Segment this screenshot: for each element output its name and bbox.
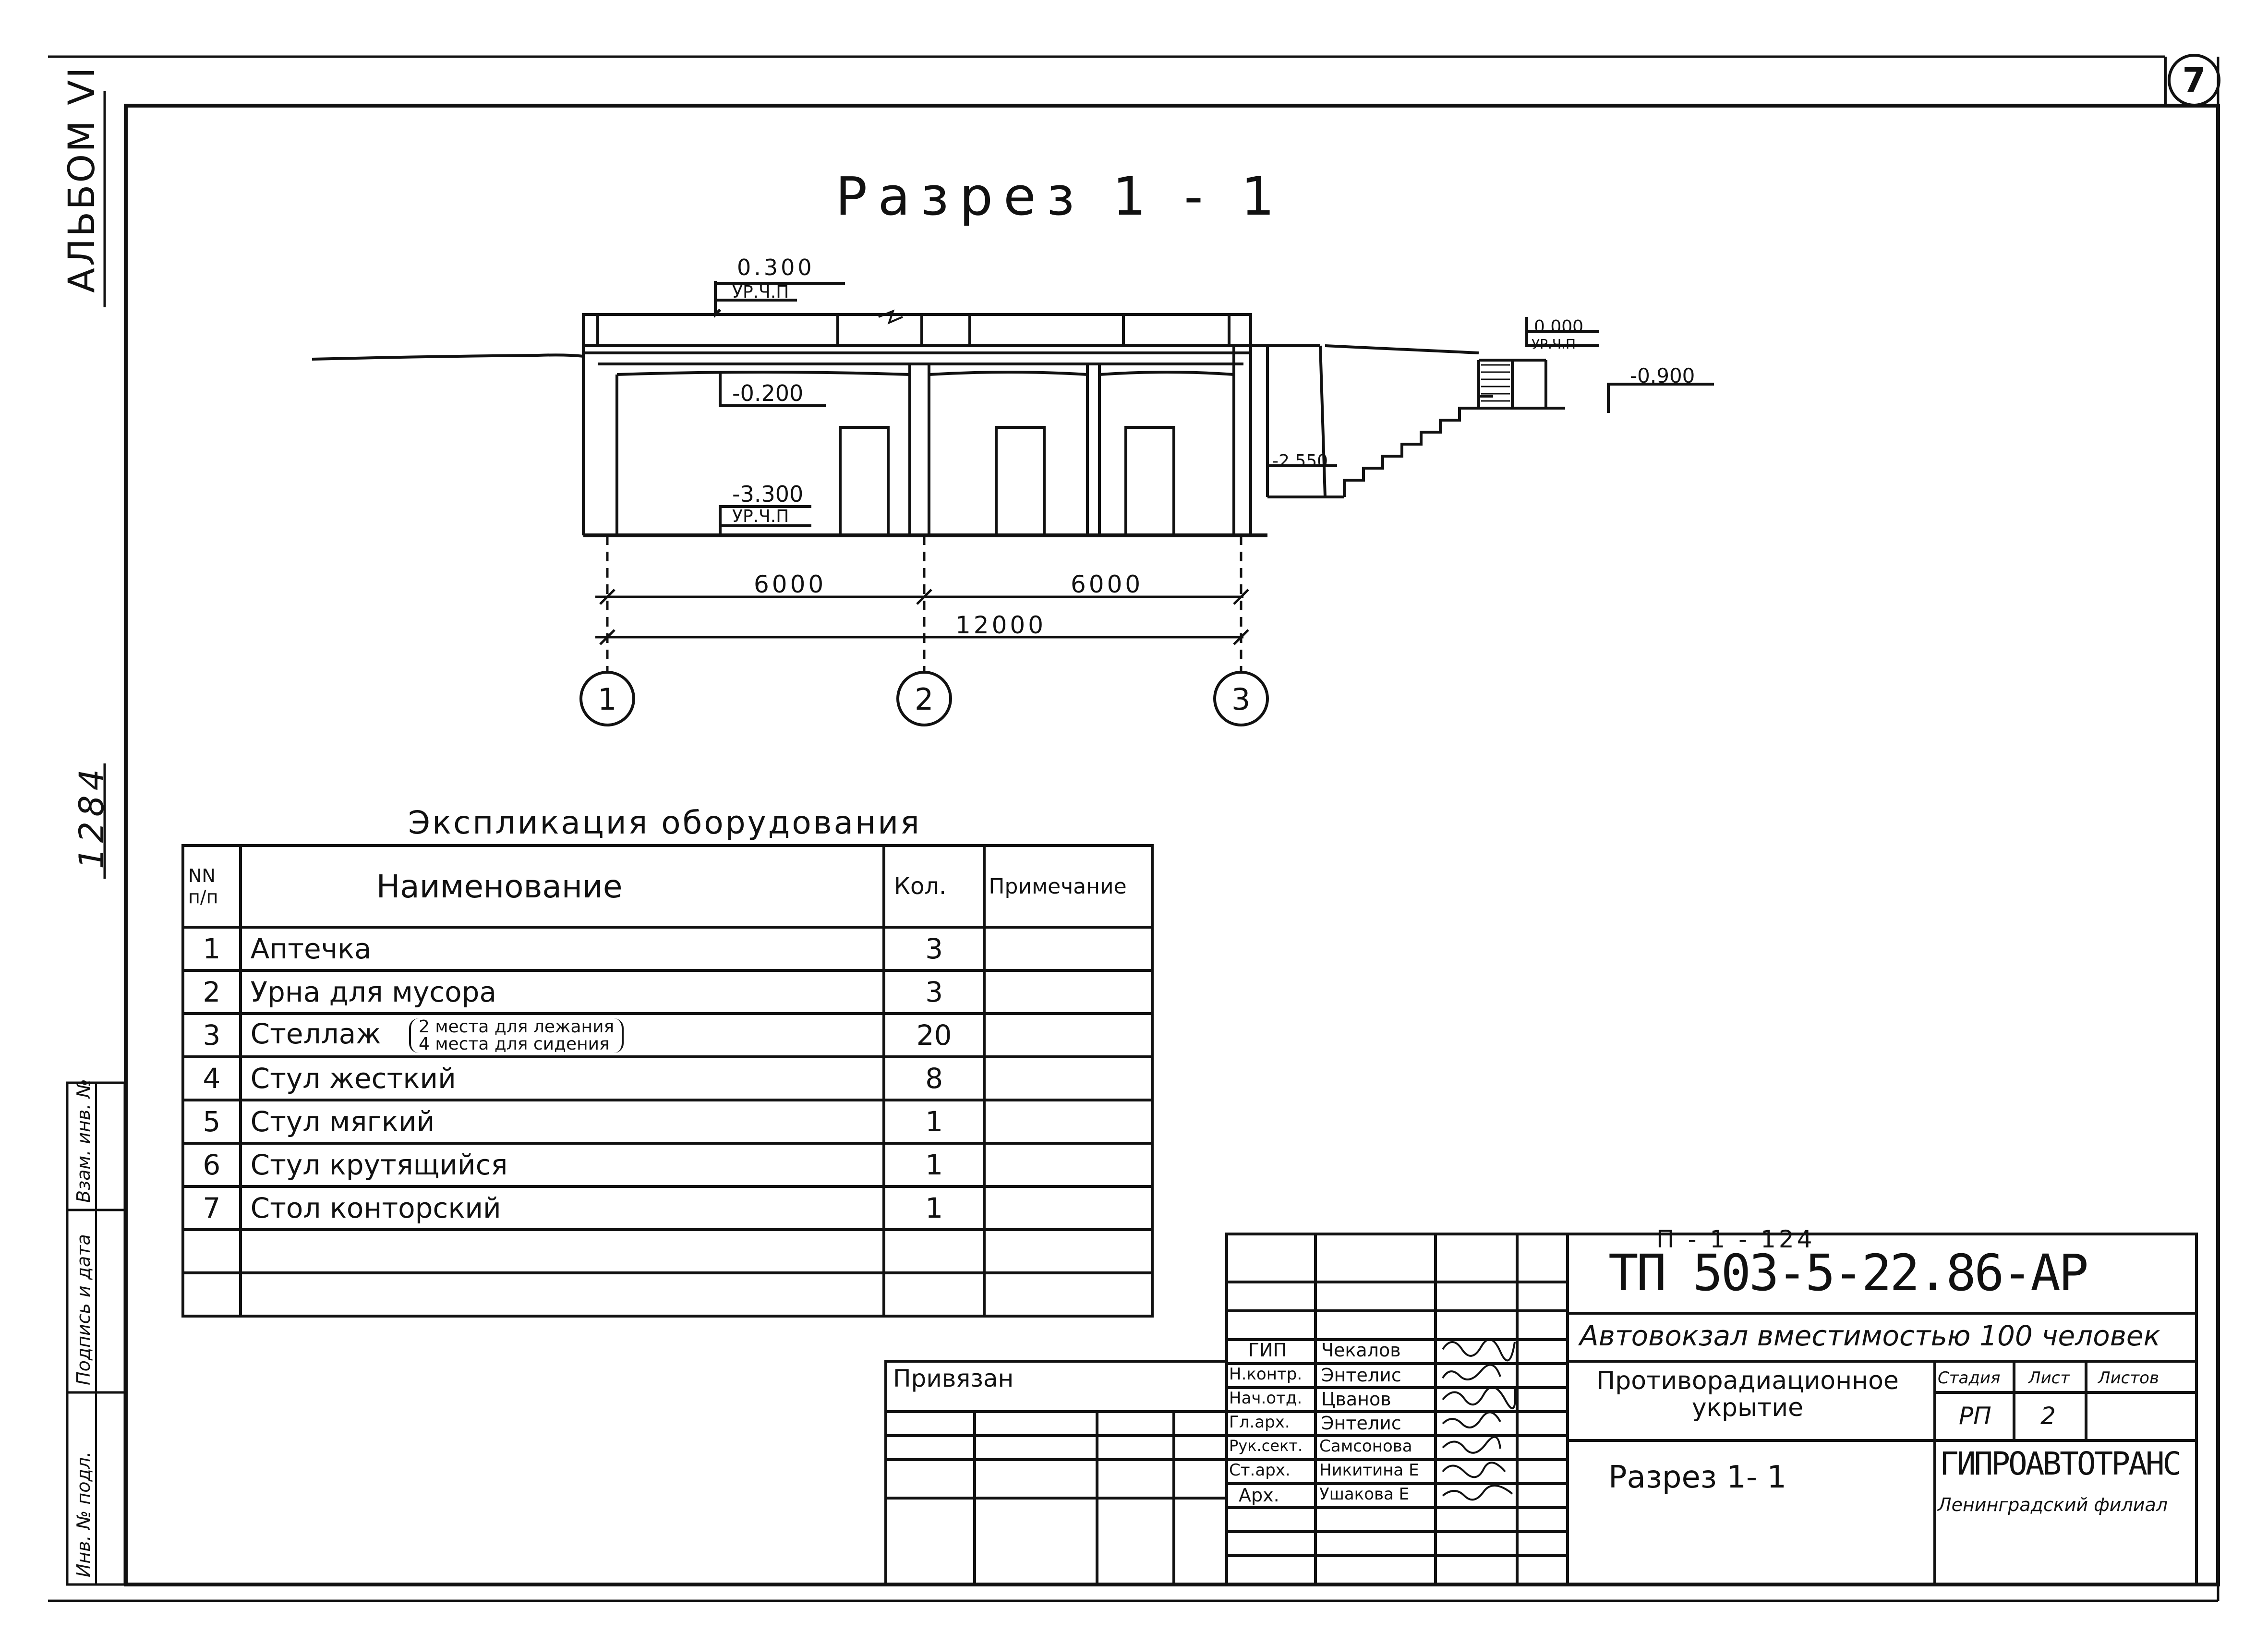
section-title: Разрез 1 - 1 [835, 166, 1285, 227]
drawing-name: Разрез 1- 1 [1608, 1460, 1787, 1495]
staff-role-3: Гл.арх. [1229, 1413, 1290, 1432]
table-row: 4 Стул жесткий 8 [181, 1055, 1154, 1101]
row-n: 2 [181, 969, 242, 1015]
staff-role-1: Н.контр. [1229, 1365, 1303, 1384]
row-n: 5 [181, 1099, 242, 1145]
axis-3: 3 [1231, 682, 1251, 717]
level-floor: -3.300 [732, 481, 804, 507]
level-right-zero-tag: УР.Ч.П [1532, 336, 1576, 352]
object-name: Противорадиационное укрытие [1575, 1367, 1920, 1421]
axis-1: 1 [598, 682, 617, 717]
staff-role-5: Ст.арх. [1229, 1461, 1291, 1480]
header-note: Примечание [983, 844, 1154, 929]
row-qty: 1 [882, 1185, 986, 1231]
row-qty: 3 [882, 969, 986, 1015]
level-stair-bottom: -2.550 [1272, 451, 1328, 471]
project-name: Автовокзал вместимостью 100 человек [1580, 1319, 2160, 1352]
row-name: Стеллаж [250, 1017, 381, 1051]
row-name: Стул крутящийся [239, 1142, 885, 1188]
row-note [983, 1055, 1154, 1101]
row-name-cell: Стеллаж 2 места для лежания 4 места для … [239, 1012, 885, 1058]
staff-role-2: Нач.отд. [1229, 1389, 1303, 1408]
row-name: Аптечка [239, 926, 885, 972]
staff-name-4: Самсонова [1319, 1437, 1412, 1456]
row-note [983, 1099, 1154, 1145]
staff-name-2: Цванов [1321, 1389, 1391, 1410]
table-row: 3 Стеллаж 2 места для лежания 4 места дл… [181, 1012, 1154, 1058]
axis-2: 2 [915, 682, 934, 717]
sheet-number-circle: 7 [2168, 54, 2220, 107]
row-qty: 1 [882, 1099, 986, 1145]
signatures [1442, 1338, 1516, 1501]
branch-name: Ленинградский филиал [1938, 1494, 2168, 1515]
header-name: Наименование [239, 844, 885, 929]
row-name: Урна для мусора [239, 969, 885, 1015]
dim-right: 6000 [1071, 570, 1144, 598]
table-row: 2 Урна для мусора 3 [181, 969, 1154, 1015]
row-sub-1: 2 места для лежания [418, 1016, 615, 1037]
staff-name-5: Никитина Е [1319, 1461, 1419, 1480]
row-note [983, 1142, 1154, 1188]
header-qty: Кол. [882, 844, 986, 929]
row-name: Стул мягкий [239, 1099, 885, 1145]
row-note [983, 1185, 1154, 1231]
table-row: 1 Аптечка 3 [181, 926, 1154, 972]
stage-value: РП [1959, 1402, 1991, 1430]
table-row: 5 Стул мягкий 1 [181, 1099, 1154, 1145]
row-note [983, 926, 1154, 972]
row-name: Стол конторский [239, 1185, 885, 1231]
row-qty: 1 [882, 1142, 986, 1188]
staff-role-0: ГИП [1248, 1340, 1287, 1361]
row-note [983, 969, 1154, 1015]
level-right-ground: -0.900 [1630, 364, 1695, 387]
row-note [983, 1012, 1154, 1058]
staff-role-6: Арх. [1239, 1485, 1279, 1506]
sheet-value: 2 [2040, 1402, 2056, 1430]
row-qty: 20 [882, 1012, 986, 1058]
row-name: Стул жесткий [239, 1055, 885, 1101]
row-n: 3 [181, 1012, 242, 1058]
org-name: ГИПРОАВТОТРАНС [1940, 1445, 2182, 1482]
level-top-tag: УР.Ч.П [732, 282, 789, 302]
row-qty: 3 [882, 926, 986, 972]
row-name-sub: 2 места для лежания 4 места для сидения [409, 1018, 624, 1053]
sheet-number: 7 [2182, 60, 2206, 100]
table-row: 6 Стул крутящийся 1 [181, 1142, 1154, 1188]
staff-name-1: Энтелис [1321, 1365, 1401, 1386]
explication-table: NN п/п Наименование Кол. Примечание 1 Ап… [181, 844, 1154, 1318]
row-n: 4 [181, 1055, 242, 1101]
doc-code: ТП 503-5-22.86-АР [1608, 1244, 2088, 1302]
staff-name-6: Ушакова Е [1319, 1485, 1410, 1504]
header-nn: NN п/п [181, 844, 242, 929]
dim-left: 6000 [754, 570, 827, 598]
row-sub-2: 4 места для сидения [418, 1034, 610, 1054]
explication-title: Экспликация оборудования [408, 804, 921, 841]
staff-role-4: Рук.сект. [1229, 1437, 1303, 1455]
sheets-label: Листов [2098, 1368, 2159, 1388]
row-qty: 8 [882, 1055, 986, 1101]
doc-code-top: П - 1 - 124 [1656, 1225, 1815, 1253]
staff-name-3: Энтелис [1321, 1413, 1401, 1434]
row-n: 6 [181, 1142, 242, 1188]
row-n: 7 [181, 1185, 242, 1231]
level-top: 0.300 [737, 254, 815, 280]
table-row: 7 Стол конторский 1 [181, 1185, 1154, 1231]
level-right-zero: 0.000 [1534, 317, 1584, 337]
object-text: Противорадиационное укрытие [1596, 1367, 1899, 1422]
stage-label: Стадия [1938, 1368, 2001, 1388]
table-row-empty [181, 1228, 1154, 1274]
row-n: 1 [181, 926, 242, 972]
dim-total: 12000 [955, 611, 1047, 639]
staff-name-0: Чекалов [1321, 1340, 1401, 1361]
table-row-empty [181, 1271, 1154, 1318]
sheet-label: Лист [2028, 1368, 2070, 1388]
level-floor-tag: УР.Ч.П [732, 507, 789, 526]
level-ceiling: -0.200 [732, 380, 804, 406]
privyazan-label: Привязан [893, 1365, 1014, 1392]
table-header-row: NN п/п Наименование Кол. Примечание [181, 844, 1154, 929]
